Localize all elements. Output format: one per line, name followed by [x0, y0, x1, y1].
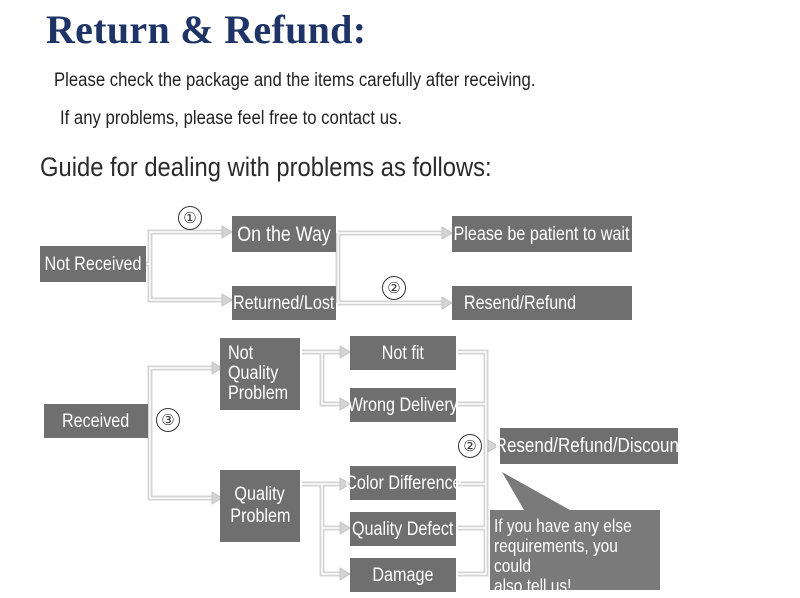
- step-2b-marker: ②: [458, 434, 482, 458]
- step-3-marker: ③: [156, 408, 180, 432]
- callout-pointer: [502, 472, 570, 510]
- resend-refund-box: Resend/Refund: [452, 286, 632, 320]
- wrong-delivery-box: Wrong Delivery: [348, 388, 458, 422]
- color-difference-box: Color Difference: [345, 466, 461, 500]
- not-received-box: Not Received: [40, 246, 146, 282]
- resend-refund-discount-box: Resend/Refund/Discount: [495, 428, 684, 464]
- quality-defect-box: Quality Defect: [350, 512, 456, 546]
- not-fit-box: Not fit: [350, 336, 456, 370]
- intro-line-2: If any problems, please feel free to con…: [60, 108, 403, 129]
- not-quality-problem-box: Not Quality Problem: [220, 338, 300, 410]
- callout-box: If you have any else requirements, you c…: [490, 510, 660, 596]
- on-the-way-box: On the Way: [232, 216, 336, 252]
- please-wait-box: Please be patient to wait: [452, 216, 632, 252]
- damage-box: Damage: [350, 558, 456, 592]
- quality-problem-box: Quality Problem: [220, 470, 300, 542]
- guide-heading: Guide for dealing with problems as follo…: [40, 152, 492, 182]
- intro-line-1: Please check the package and the items c…: [54, 70, 536, 91]
- received-box: Received: [44, 404, 148, 438]
- page-title: Return & Refund:: [46, 7, 367, 52]
- returned-lost-box: Returned/Lost: [232, 286, 336, 320]
- step-2-marker: ②: [382, 276, 406, 300]
- step-1-marker: ①: [178, 206, 202, 230]
